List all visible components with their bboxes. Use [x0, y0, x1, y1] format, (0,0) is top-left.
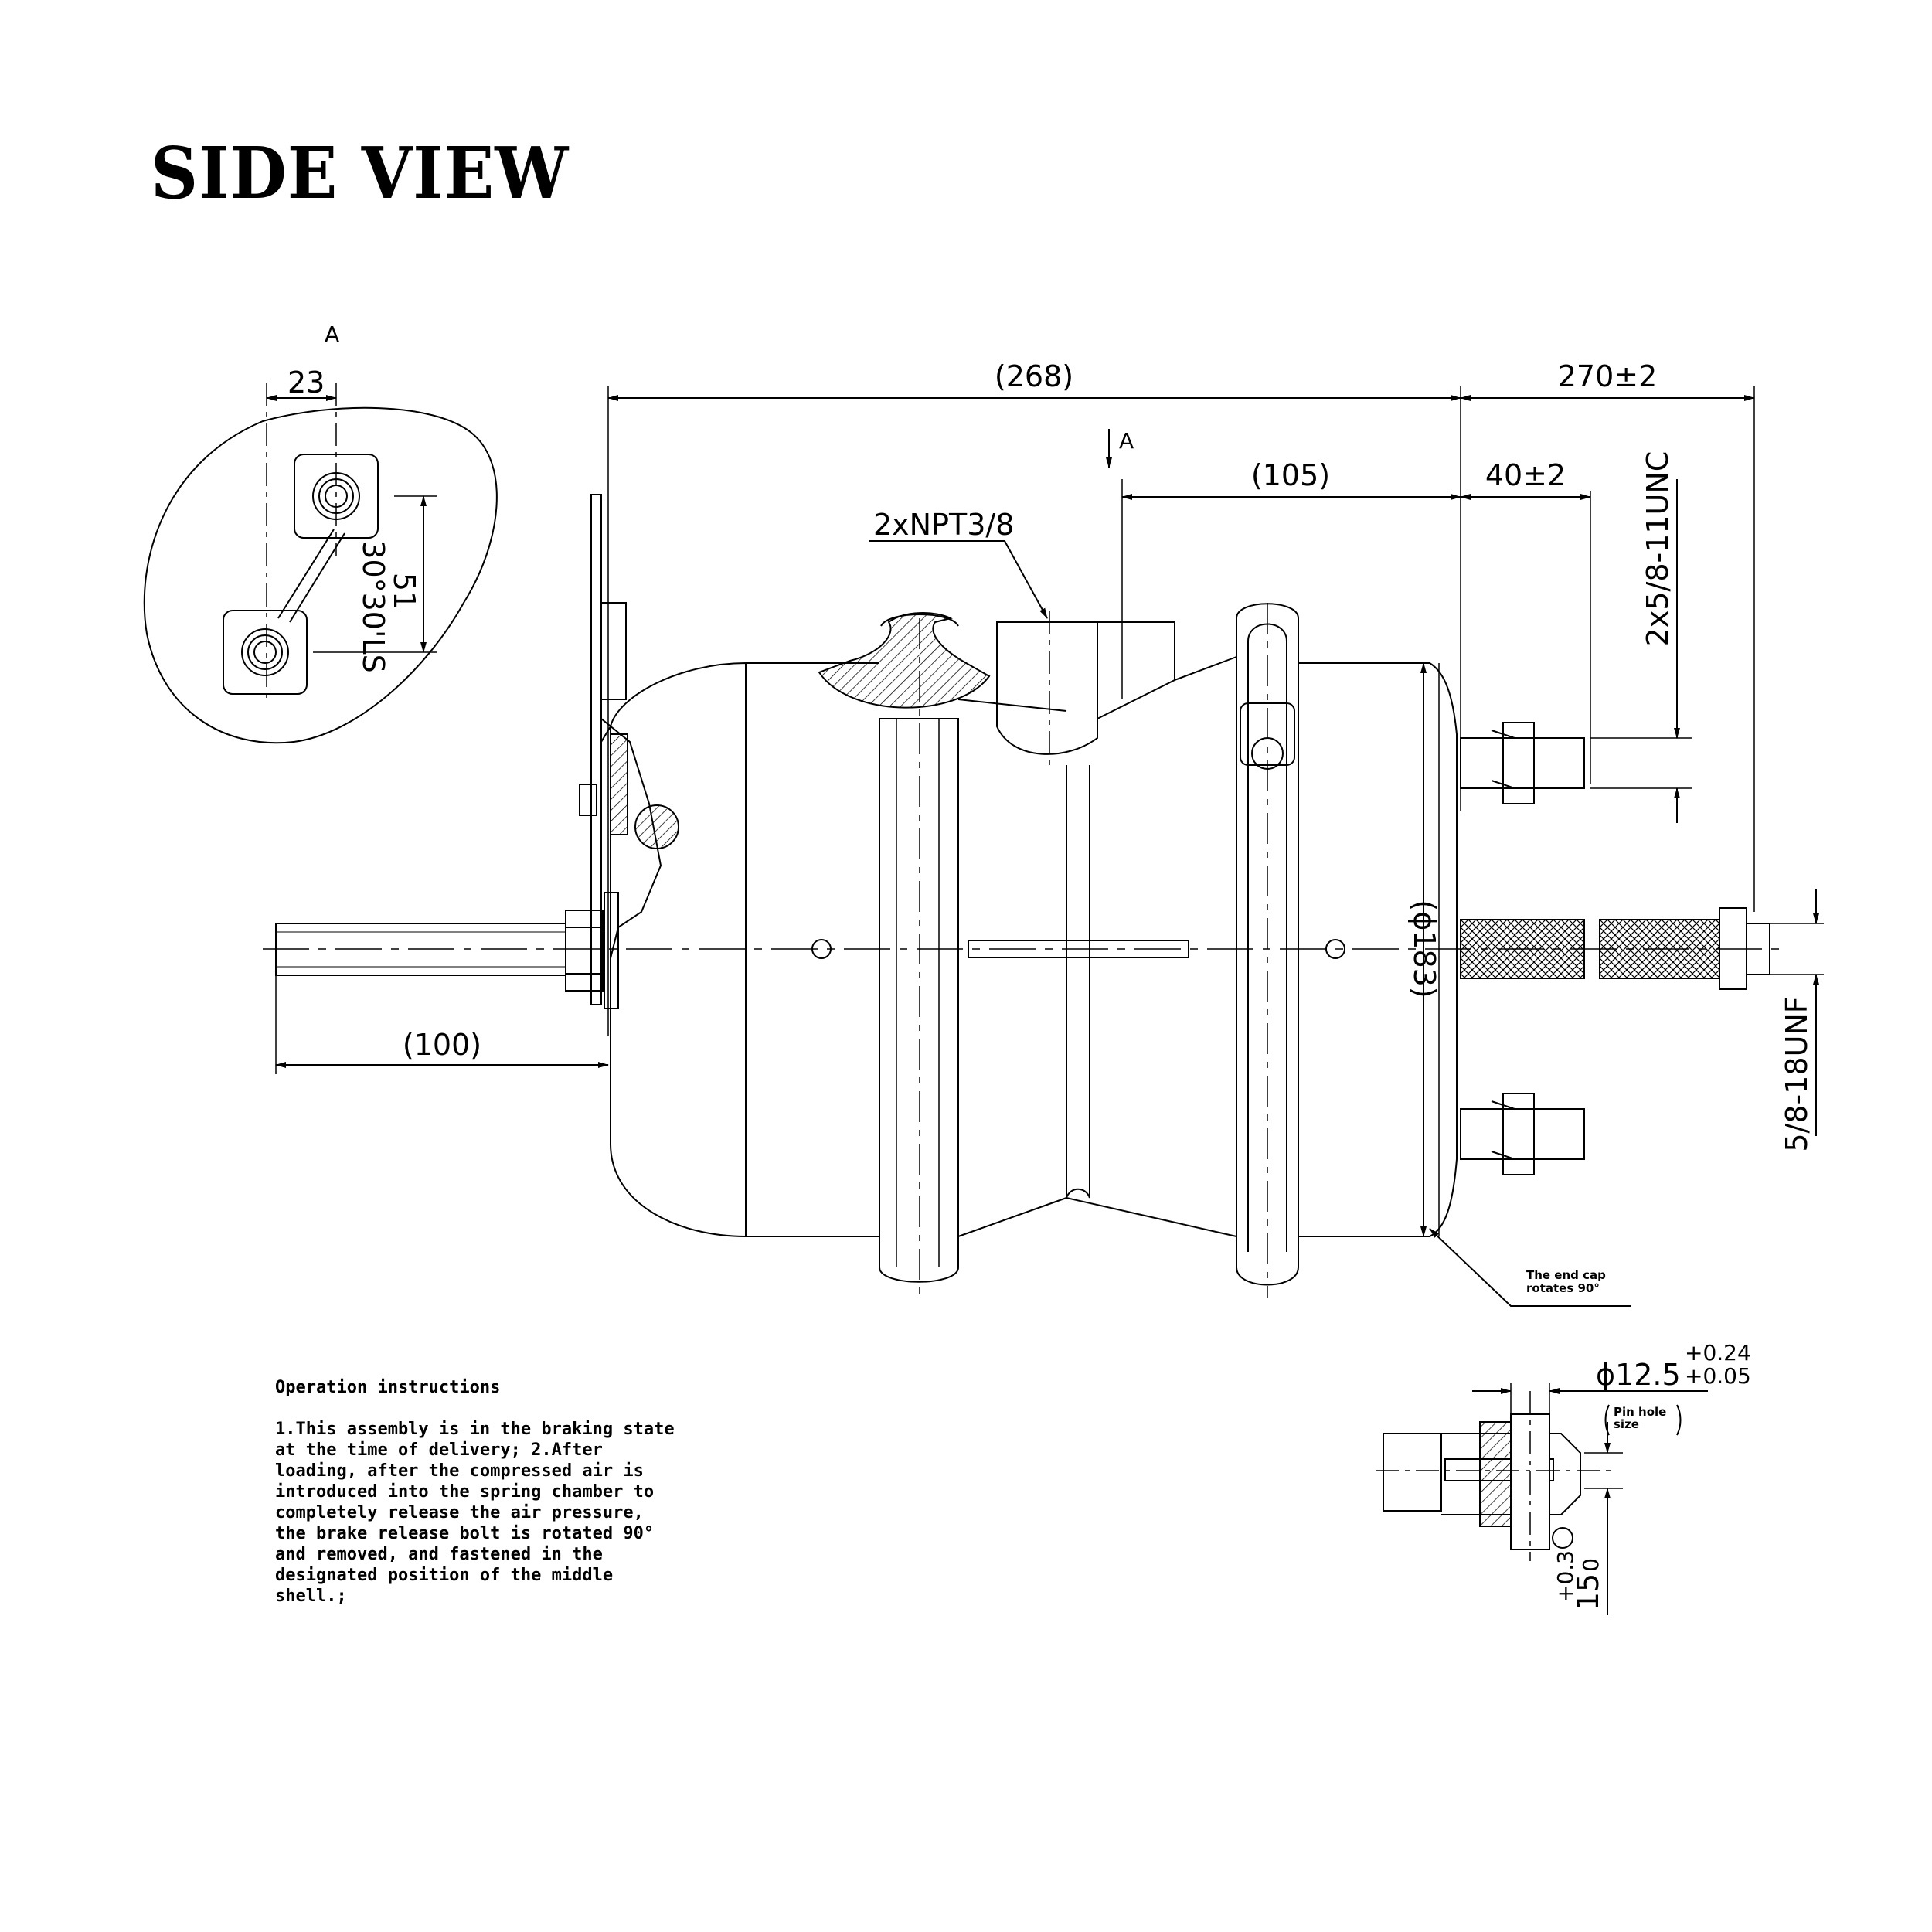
mounting-stud-upper	[1460, 722, 1585, 804]
instructions-heading: Operation instructions	[275, 1378, 501, 1397]
pin-hole-detail	[1376, 1383, 1708, 1615]
page-title: SIDE VIEW	[151, 131, 570, 215]
end-cap-note-line2: rotates 90°	[1526, 1281, 1600, 1295]
pin-dim-15-lower: 0	[1578, 1558, 1604, 1572]
view-a-dim-23: 23	[287, 366, 325, 400]
dim-overall-length: (268)	[995, 359, 1073, 393]
dim-diameter: (ϕ183)	[1407, 900, 1441, 998]
push-rod	[1460, 907, 1770, 990]
pin-tol-lower: +0.05	[1685, 1363, 1751, 1389]
instruction-line: introduced into the spring chamber to	[275, 1482, 655, 1502]
section-a-marker: A	[1119, 428, 1134, 454]
dim-stud-length: 40±2	[1485, 458, 1566, 492]
view-a-dim-51: 51	[387, 573, 421, 610]
instruction-line: shell.;	[275, 1587, 347, 1606]
instruction-line: the brake release bolt is rotated 90°	[275, 1524, 655, 1543]
drawing-labels: A 23 51 30°30'LS (268) 270±2 A (105) 40±…	[287, 321, 1814, 1611]
view-a-marker: A	[325, 321, 339, 347]
pin-diameter-label: ϕ12.5	[1596, 1358, 1681, 1392]
dim-port-offset: (105)	[1251, 458, 1330, 492]
instruction-line: at the time of delivery; 2.After	[275, 1440, 603, 1460]
pin-dim-15-upper: +0.3	[1553, 1550, 1578, 1603]
pin-hole-note-line1: Pin hole	[1614, 1405, 1666, 1419]
brake-chamber-side-view	[263, 386, 1824, 1307]
pin-tol-upper: +0.24	[1685, 1340, 1751, 1366]
operation-instructions: Operation instructions 1.This assembly i…	[275, 1377, 708, 1607]
instruction-line: 1.This assembly is in the braking state	[275, 1420, 675, 1439]
dim-release-bolt: (100)	[403, 1028, 481, 1062]
pin-dim-15: 15	[1571, 1573, 1605, 1611]
view-a-dim-angle: 30°30'LS	[356, 540, 390, 672]
instruction-line: completely release the air pressure,	[275, 1503, 644, 1522]
rod-thread-label: 5/8-18UNF	[1780, 996, 1814, 1151]
end-cap-note-line1: The end cap	[1526, 1268, 1606, 1282]
view-a-outline	[143, 406, 498, 744]
pin-hole-note-line2: size	[1614, 1417, 1639, 1431]
port-spec-label: 2xNPT3/8	[873, 508, 1014, 542]
instruction-line: and removed, and fastened in the	[275, 1545, 603, 1564]
dim-push-rod-length: 270±2	[1558, 359, 1658, 393]
stud-thread-label: 2x5/8-11UNC	[1641, 451, 1675, 647]
instruction-line: loading, after the compressed air is	[275, 1461, 644, 1481]
mounting-stud-lower	[1460, 1093, 1585, 1175]
instruction-line: designated position of the middle	[275, 1566, 614, 1585]
view-a-detail	[143, 383, 498, 744]
